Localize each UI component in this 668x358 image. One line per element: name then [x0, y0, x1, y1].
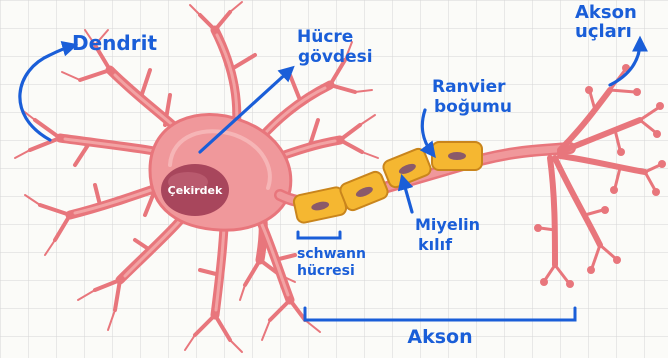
cell-body-label-line1: Hücre — [297, 27, 353, 47]
axon-label: Akson — [407, 326, 472, 348]
nucleus-label: Çekirdek — [168, 184, 223, 197]
schwann-label-line1: schwann — [297, 246, 366, 262]
myelin-label-line1: Miyelin — [415, 215, 480, 234]
myelin-segment — [432, 142, 482, 170]
dendrite-label: Dendrit — [72, 31, 157, 55]
schwann-label-line2: hücresi — [297, 263, 355, 279]
ranvier-label-line2: boğumu — [434, 97, 512, 117]
ranvier-label-line1: Ranvier — [432, 77, 506, 97]
myelin-label-line2: kılıf — [418, 235, 453, 254]
nucleus: Çekirdek — [161, 164, 229, 216]
axon-terminals-label-line2: uçları — [575, 21, 632, 42]
axon-terminals-label-line1: Akson — [575, 2, 637, 23]
cell-body-label-line2: gövdesi — [298, 47, 373, 67]
